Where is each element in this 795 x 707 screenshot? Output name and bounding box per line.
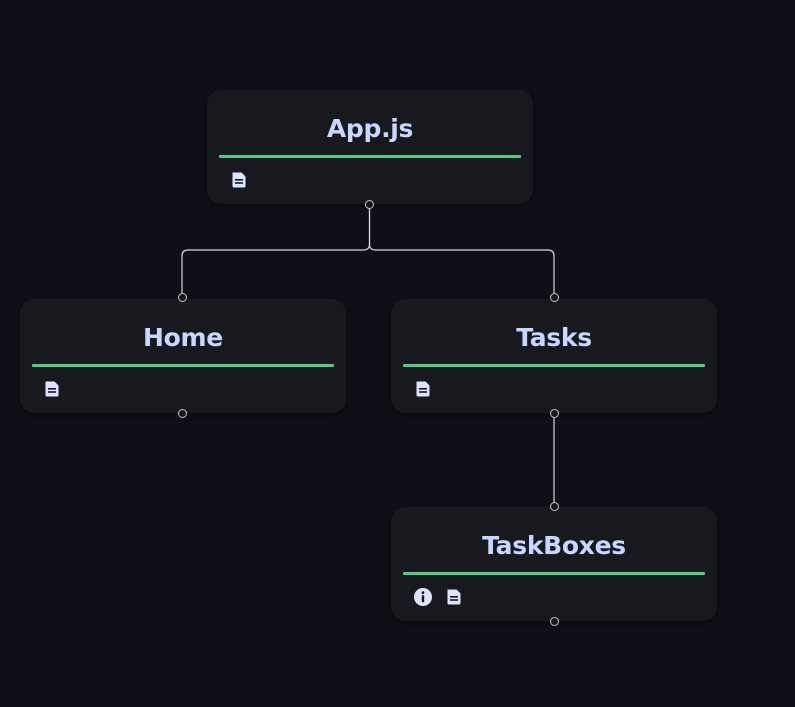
node-icons [413, 587, 464, 607]
node-home[interactable]: Home [20, 299, 346, 413]
taskboxes-source-handle[interactable] [549, 617, 559, 626]
node-icons [229, 170, 249, 190]
node-tasks[interactable]: Tasks [391, 299, 717, 413]
home-source-handle[interactable] [177, 408, 187, 418]
node-title: Home [143, 323, 223, 352]
taskboxes-target-handle[interactable] [549, 502, 559, 511]
node-underline [32, 364, 334, 367]
document-icon[interactable] [413, 379, 433, 399]
node-underline [219, 155, 521, 158]
document-icon[interactable] [444, 587, 464, 607]
node-icons [413, 379, 433, 399]
tasks-target-handle[interactable] [549, 293, 559, 302]
node-title: App.js [326, 114, 414, 143]
edge-app-home [181, 208, 371, 293]
info-icon[interactable] [413, 587, 433, 607]
node-title: TaskBoxes [482, 531, 626, 560]
edge-app-tasks [368, 208, 555, 293]
node-underline [403, 364, 705, 367]
node-icons [42, 379, 62, 399]
node-underline [403, 572, 705, 575]
node-title: Tasks [516, 323, 592, 352]
document-icon[interactable] [42, 379, 62, 399]
app-source-handle[interactable] [365, 200, 374, 209]
node-app[interactable]: App.js [207, 90, 533, 204]
document-icon[interactable] [229, 170, 249, 190]
tasks-source-handle[interactable] [549, 408, 559, 418]
node-taskboxes[interactable]: TaskBoxes [391, 507, 717, 621]
home-target-handle[interactable] [177, 293, 187, 302]
